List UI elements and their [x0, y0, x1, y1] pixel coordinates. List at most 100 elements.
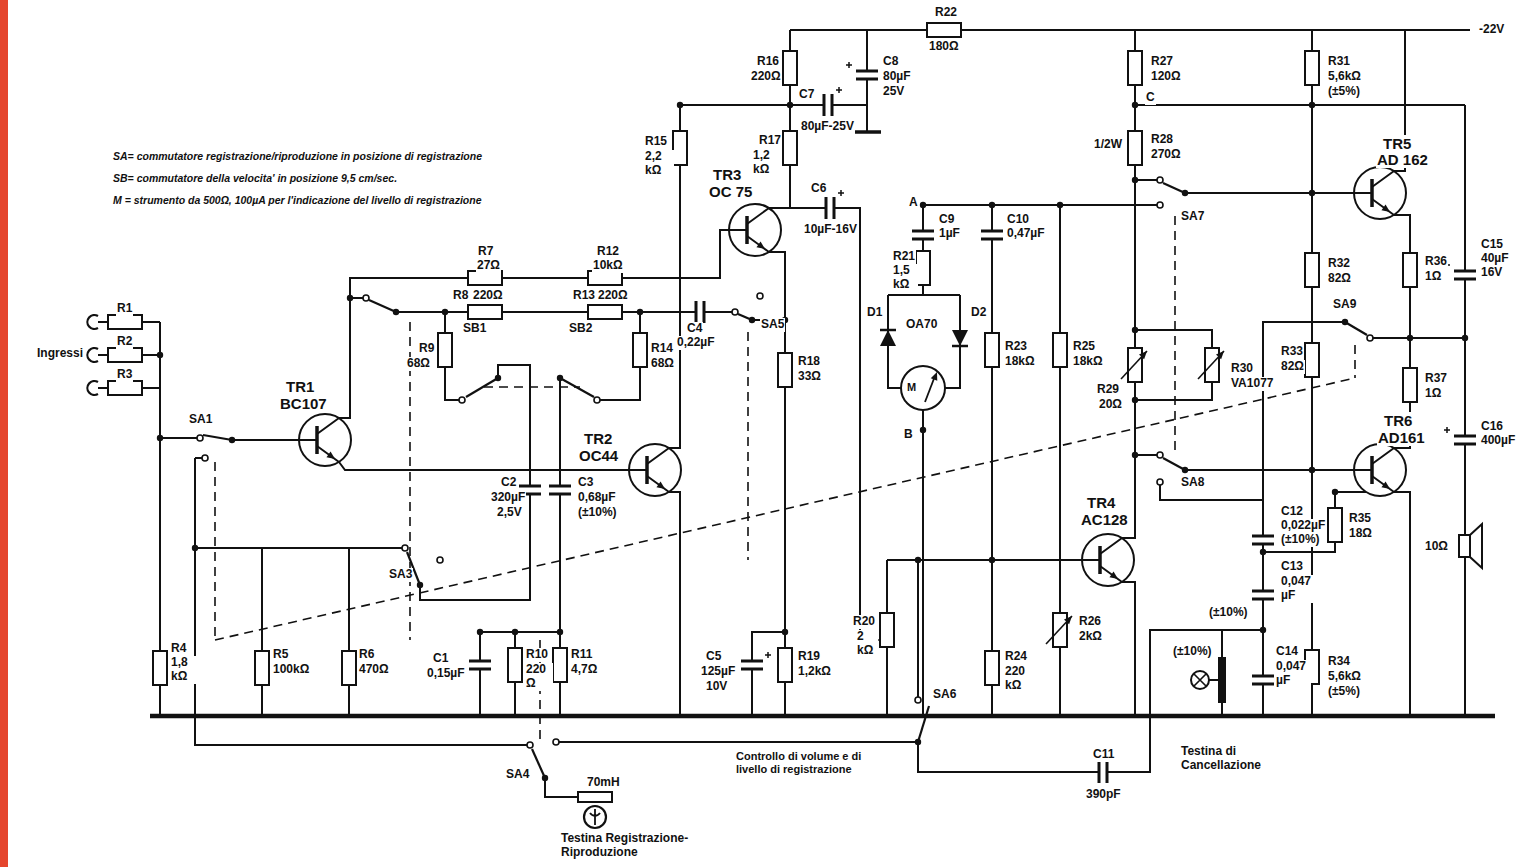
resistor-symbol — [153, 651, 167, 685]
switch-blade — [203, 435, 232, 440]
switch-contact — [1157, 479, 1163, 485]
arrow-head — [1064, 616, 1072, 624]
component-label: 320µF — [490, 491, 526, 505]
component-label: Ingressi — [36, 347, 84, 361]
junction-dot — [989, 557, 995, 563]
junction-dot — [782, 629, 788, 635]
junction-dot — [229, 437, 235, 443]
capacitor-gap — [468, 661, 492, 669]
component-label: 2,2 kΩ — [644, 150, 674, 178]
resistor-symbol — [1053, 333, 1067, 367]
variable-arrow — [1121, 351, 1147, 379]
component-label: 2 kΩ — [856, 630, 878, 658]
erase-head-bar — [1219, 658, 1225, 702]
component-label: D2 — [970, 306, 987, 320]
resistor-symbol — [778, 648, 792, 682]
wire — [420, 365, 530, 600]
input-jack — [87, 381, 98, 395]
wire — [1221, 630, 1223, 658]
component-label: 100kΩ — [272, 663, 310, 677]
arrow-head — [931, 372, 937, 381]
capacitor-gap — [1251, 536, 1275, 544]
component-label: 10kΩ — [592, 259, 624, 273]
resistor-symbol — [508, 648, 522, 682]
component-label: 10V — [705, 680, 728, 694]
component-label: R6 — [358, 648, 375, 662]
component-label: 20Ω — [1098, 398, 1123, 412]
polarity-mark — [838, 190, 844, 196]
arrow-head — [326, 451, 335, 459]
wire — [669, 492, 680, 716]
component-label: C2 — [500, 476, 517, 490]
arrow-head — [1139, 351, 1147, 359]
capacitor-gap — [1251, 676, 1275, 684]
capacitor-gap — [1453, 271, 1477, 279]
junction-dot — [677, 102, 683, 108]
junction-dot — [1309, 190, 1315, 196]
junction-dot — [192, 545, 198, 551]
capacitor-gap — [740, 661, 764, 669]
junction-dot — [920, 427, 926, 433]
resistor-symbol — [778, 353, 792, 387]
component-label: BC107 — [279, 395, 328, 412]
wire — [1464, 105, 1466, 535]
component-label: 1,8 kΩ — [170, 656, 198, 684]
component-label: R22 — [934, 6, 958, 20]
variable-arrow — [1046, 616, 1072, 644]
component-label: C — [1145, 91, 1156, 105]
wire — [888, 294, 960, 296]
wire — [922, 410, 924, 716]
capacitor-symbol — [981, 231, 1003, 239]
speaker-symbol — [1459, 535, 1470, 557]
switch-blade — [532, 749, 545, 778]
component-label: R21 — [892, 250, 916, 264]
component-label: 18Ω — [1348, 527, 1373, 541]
component-label: C13 — [1280, 560, 1304, 574]
arrow-head — [1109, 571, 1118, 579]
input-jack — [87, 348, 98, 362]
junction-dot — [1132, 327, 1138, 333]
coil-symbol — [578, 792, 612, 802]
junction-dot — [1332, 489, 1338, 495]
component-label: AD161 — [1377, 429, 1426, 446]
capacitor-symbol — [1454, 271, 1476, 279]
component-label: B — [903, 428, 914, 442]
component-label: 5,6kΩ — [1327, 670, 1362, 684]
component-label: 27Ω — [476, 259, 501, 273]
component-label: 125µF — [700, 665, 736, 679]
component-label: R12 — [596, 245, 620, 259]
component-label: 390pF — [1085, 788, 1122, 802]
switch-contact — [732, 309, 738, 315]
component-label: 470Ω — [358, 663, 390, 677]
component-label: VA1077 — [1230, 377, 1274, 391]
component-label: R16 — [756, 55, 780, 69]
component-label: TR2 — [583, 430, 613, 447]
switch-contact — [202, 455, 208, 461]
component-label: 68Ω — [650, 357, 675, 371]
arrow-head — [1381, 481, 1390, 489]
resistor-symbol — [916, 251, 930, 285]
component-label: SA9 — [1332, 298, 1357, 312]
resistor-symbol — [255, 651, 269, 685]
resistor-symbol — [1403, 368, 1417, 402]
component-label: 0,047 µF — [1280, 575, 1316, 603]
transistor-symbol — [1354, 167, 1406, 219]
wire — [669, 105, 790, 448]
capacitor-gap — [696, 300, 704, 324]
component-label: R11 — [570, 648, 593, 662]
arrow-head — [1381, 204, 1390, 212]
component-label: R26 — [1078, 615, 1102, 629]
wire — [339, 230, 729, 418]
component-label: 220Ω — [472, 289, 504, 303]
junction-dot — [495, 375, 501, 381]
junction-dot — [1132, 102, 1138, 108]
diode-symbol — [952, 330, 968, 346]
component-label: R23 — [1004, 340, 1028, 354]
component-label: 1µF — [938, 227, 961, 241]
speaker-cone — [1470, 524, 1482, 568]
resistor-symbol — [1328, 508, 1342, 542]
ground-bar — [853, 130, 881, 134]
capacitor-gap — [826, 196, 834, 220]
component-label: 0,15µF — [426, 667, 466, 681]
